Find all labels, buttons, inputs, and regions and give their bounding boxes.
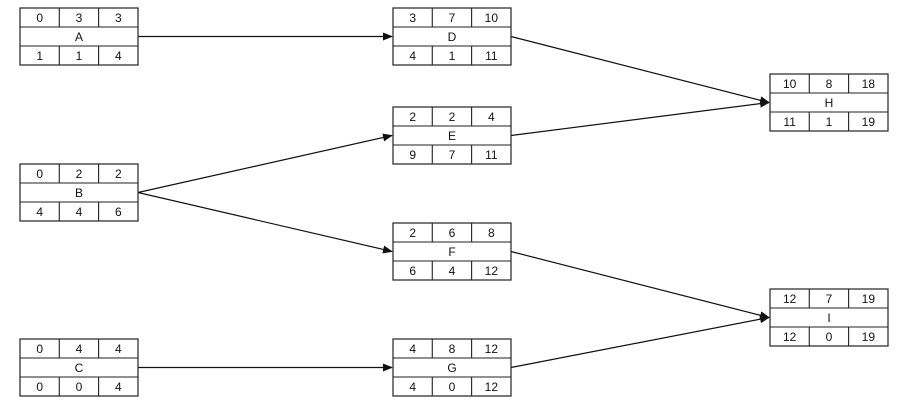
node-f-bottom-value-2: 4 bbox=[449, 264, 456, 278]
node-d-bottom-value-3: 11 bbox=[485, 49, 498, 63]
node-d-top-value-3: 10 bbox=[485, 11, 499, 25]
node-a-outline bbox=[19, 7, 139, 66]
edge-f-to-i bbox=[510, 250, 770, 320]
node-e-bottom-value-2: 7 bbox=[449, 148, 456, 162]
node-a-bottom-value-2: 1 bbox=[76, 49, 83, 63]
node-i-bottom-value-2: 0 bbox=[826, 330, 833, 344]
node-b-bottom-value-2: 4 bbox=[76, 205, 83, 219]
node-e-outline bbox=[392, 106, 512, 165]
node-c-top-value-3: 4 bbox=[115, 342, 122, 356]
node-f-top-value-1: 2 bbox=[409, 226, 416, 240]
node-a: 0 3 3A 1 1 4 bbox=[19, 7, 139, 66]
node-c-top-value-2: 4 bbox=[76, 342, 83, 356]
node-d-bottom-value-2: 1 bbox=[449, 49, 456, 63]
node-d-outline bbox=[392, 7, 512, 66]
node-d-top-value-2: 7 bbox=[449, 11, 456, 25]
edge-g-to-i bbox=[510, 315, 770, 369]
node-e-top-value-2: 2 bbox=[449, 110, 456, 124]
node-c-bottom-value-1: 0 bbox=[36, 380, 43, 394]
edge-b-to-e bbox=[137, 133, 393, 194]
node-h-outline bbox=[769, 73, 889, 132]
node-g-outline bbox=[392, 338, 512, 397]
node-f-bottom-value-1: 6 bbox=[409, 264, 416, 278]
node-f-label: F bbox=[448, 245, 455, 259]
node-i-top-value-1: 12 bbox=[783, 292, 797, 306]
node-e-top-value-1: 2 bbox=[409, 110, 416, 124]
node-b-bottom-value-1: 4 bbox=[36, 205, 43, 219]
node-d-label: D bbox=[448, 30, 457, 44]
node-g-bottom-value-1: 4 bbox=[409, 380, 416, 394]
node-b-outline bbox=[19, 163, 139, 222]
node-e: 2 2 4E 9 7 11 bbox=[392, 106, 512, 165]
node-g-bottom-value-2: 0 bbox=[449, 380, 456, 394]
node-e-label: E bbox=[448, 129, 456, 143]
node-f-top-value-2: 6 bbox=[449, 226, 456, 240]
node-b-label: B bbox=[75, 186, 83, 200]
node-h-label: H bbox=[825, 96, 834, 110]
node-e-bottom-value-1: 9 bbox=[409, 148, 416, 162]
node-e-bottom-value-3: 11 bbox=[485, 148, 498, 162]
node-a-top-value-3: 3 bbox=[115, 11, 122, 25]
node-a-label: A bbox=[75, 30, 83, 44]
node-c-bottom-value-3: 4 bbox=[115, 380, 122, 394]
node-b-top-value-3: 2 bbox=[115, 167, 122, 181]
node-i-label: I bbox=[827, 311, 830, 325]
node-h-bottom-value-3: 19 bbox=[862, 115, 876, 129]
node-f-bottom-value-3: 12 bbox=[485, 264, 499, 278]
node-d-top-value-1: 3 bbox=[409, 11, 416, 25]
node-c-top-value-1: 0 bbox=[36, 342, 43, 356]
node-g-label: G bbox=[447, 361, 456, 375]
node-b-top-value-2: 2 bbox=[76, 167, 83, 181]
node-g-bottom-value-3: 12 bbox=[485, 380, 499, 394]
node-b-top-value-1: 0 bbox=[36, 167, 43, 181]
node-c-label: C bbox=[75, 361, 84, 375]
node-f-outline bbox=[392, 222, 512, 281]
node-e-top-value-3: 4 bbox=[488, 110, 495, 124]
node-a-bottom-value-3: 4 bbox=[115, 49, 122, 63]
node-b-bottom-value-3: 6 bbox=[115, 205, 122, 219]
node-a-top-value-2: 3 bbox=[76, 11, 83, 25]
node-h-bottom-value-1: 11 bbox=[783, 115, 796, 129]
node-f-top-value-3: 8 bbox=[488, 226, 495, 240]
node-a-top-value-1: 0 bbox=[36, 11, 43, 25]
edge-b-to-f bbox=[137, 191, 393, 254]
node-i-outline bbox=[769, 288, 889, 347]
node-h-bottom-value-2: 1 bbox=[826, 115, 833, 129]
node-h-top-value-2: 8 bbox=[826, 77, 833, 91]
node-b: 0 2 2B 4 4 6 bbox=[19, 163, 139, 222]
node-c-outline bbox=[19, 338, 139, 397]
node-h-top-value-1: 10 bbox=[783, 77, 797, 91]
node-i-top-value-2: 7 bbox=[826, 292, 833, 306]
node-i-bottom-value-1: 12 bbox=[783, 330, 797, 344]
node-g-top-value-2: 8 bbox=[449, 342, 456, 356]
edges-layer bbox=[137, 32, 770, 372]
edge-d-to-h bbox=[510, 35, 770, 105]
node-h-top-value-3: 18 bbox=[862, 77, 876, 91]
node-g-top-value-3: 12 bbox=[485, 342, 499, 356]
node-d-bottom-value-1: 4 bbox=[409, 49, 416, 63]
node-g-top-value-1: 4 bbox=[409, 342, 416, 356]
node-c-bottom-value-2: 0 bbox=[76, 380, 83, 394]
node-f: 2 6 8F 6 4 12 bbox=[392, 222, 512, 281]
node-i-top-value-3: 19 bbox=[862, 292, 876, 306]
node-i-bottom-value-3: 19 bbox=[862, 330, 876, 344]
edge-e-to-h bbox=[510, 99, 770, 137]
node-a-bottom-value-1: 1 bbox=[36, 49, 43, 63]
